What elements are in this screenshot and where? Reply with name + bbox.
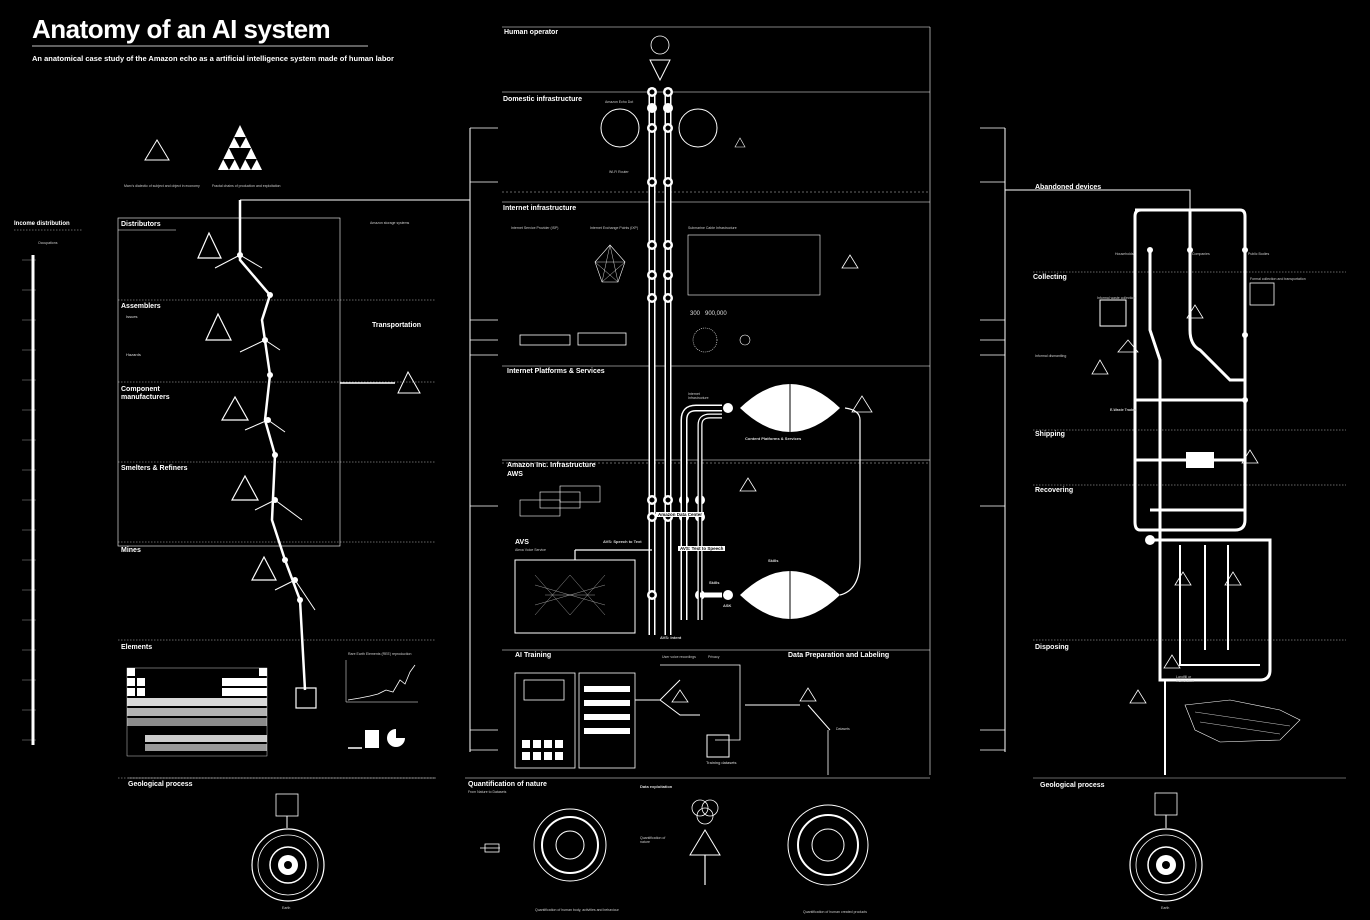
content-platforms-label: Content Platforms & Services bbox=[745, 436, 802, 441]
internet-infra-heading: Internet infrastructure bbox=[503, 205, 577, 212]
hazards-label: Hazards bbox=[126, 352, 141, 357]
cable-count: 300 bbox=[690, 311, 701, 317]
income-distribution-heading: Income distribution bbox=[14, 221, 70, 227]
platforms-heading: Internet Platforms & Services bbox=[507, 368, 605, 375]
formal-collection-label: Formal collection and transportation bbox=[1250, 277, 1306, 281]
human-operator-heading: Human operator bbox=[504, 29, 559, 36]
page-subtitle: An anatomical case study of the Amazon e… bbox=[32, 54, 394, 63]
avs-sub-label: Alexa Voice Service bbox=[515, 548, 546, 552]
user-recordings-label: User voice recordings bbox=[662, 655, 696, 659]
public-bodies-label: Public Bodies bbox=[1248, 252, 1270, 256]
avs-intent-label: AVS: Intent bbox=[660, 635, 682, 640]
cable-km: 900,000 bbox=[705, 311, 727, 317]
quant-caption-left: Quantification of human body, activities… bbox=[535, 908, 619, 912]
datasets-label: Datasets bbox=[836, 727, 850, 731]
ixp-label: Internet Exchange Points (IXP) bbox=[590, 226, 639, 230]
quant-of-nature-label: Quantification of nature bbox=[640, 836, 666, 844]
privacy-label: Privacy bbox=[708, 655, 720, 659]
avs-heading: AVS bbox=[515, 539, 529, 546]
occupations-label: Occupations bbox=[38, 241, 58, 245]
ai-training-heading: AI Training bbox=[515, 652, 552, 659]
wifi-router-label: Wi-Fi Router bbox=[609, 170, 629, 174]
component-manufacturers-heading: Component manufacturers bbox=[121, 386, 170, 401]
ewaste-trades-label: E-Waste Trades bbox=[1110, 408, 1136, 412]
page-title: Anatomy of an AI system bbox=[32, 14, 331, 44]
informal-collection-label: Informal waste collection bbox=[1097, 296, 1136, 300]
households-label: Households bbox=[1115, 252, 1134, 256]
geological-process-right-heading: Geological process bbox=[1040, 782, 1105, 789]
collecting-heading: Collecting bbox=[1033, 274, 1067, 281]
aws-heading: AWS bbox=[507, 471, 523, 478]
earth-left-label: Earth bbox=[282, 906, 291, 910]
elements-heading: Elements bbox=[121, 644, 153, 651]
submarine-label: Submarine Cable Infrastructure bbox=[688, 226, 737, 230]
quantification-heading: Quantification of nature bbox=[468, 781, 547, 788]
marx-caption: Marx's dialectic of subject and object i… bbox=[124, 184, 200, 188]
companies-label: Companies bbox=[1192, 252, 1210, 256]
data-center-badge: Amazon Data Center bbox=[656, 512, 705, 517]
isp-label: Internet Service Provider (ISP) bbox=[511, 226, 559, 230]
data-exploitation-label: Data exploitation bbox=[640, 784, 673, 789]
skills-label-top: Skills bbox=[768, 558, 779, 563]
smelters-heading: Smelters & Refiners bbox=[121, 465, 188, 472]
quantification-sub: From Nature to Datasets bbox=[468, 790, 507, 794]
distributors-heading: Distributors bbox=[121, 221, 161, 228]
text-to-speech-badge: AVS: Text to Speech bbox=[678, 546, 726, 551]
internet-infrastructure-label: Internet Infrastructure bbox=[688, 392, 709, 400]
amazon-infra-heading: Amazon Inc. Infrastructure bbox=[507, 462, 596, 469]
training-datasets-label: Training datasets bbox=[706, 760, 737, 765]
quant-caption-right: Quantification of human created products bbox=[803, 910, 868, 914]
recovering-heading: Recovering bbox=[1035, 487, 1074, 494]
transportation-heading: Transportation bbox=[372, 322, 422, 329]
skills-label-mid: Skills bbox=[709, 580, 720, 585]
landfill-label: Landfill or incineration bbox=[1176, 675, 1194, 683]
disposing-heading: Disposing bbox=[1035, 644, 1069, 651]
mines-heading: Mines bbox=[121, 547, 141, 554]
assemblers-heading: Assemblers bbox=[121, 303, 161, 310]
echo-dot-label: Amazon Echo Dot bbox=[605, 100, 634, 104]
ask-label: ASK bbox=[723, 603, 732, 608]
domestic-infra-heading: Domestic infrastructure bbox=[503, 96, 582, 103]
abandoned-devices-heading: Abandoned devices bbox=[1035, 184, 1102, 191]
issues-label: Issues bbox=[126, 314, 138, 319]
earth-right-label: Earth bbox=[1161, 906, 1170, 910]
ree-label: Rare Earth Elements (REE) reproduction bbox=[348, 652, 412, 656]
storage-label: Amazon storage systems bbox=[370, 221, 410, 225]
geological-process-left-heading: Geological process bbox=[128, 781, 193, 788]
shipping-heading: Shipping bbox=[1035, 431, 1065, 438]
informal-dismantling-label: Informal dismantling bbox=[1035, 354, 1067, 358]
fractal-caption: Fractal chains of production and exploit… bbox=[212, 184, 281, 188]
speech-to-text-label: AVS: Speech to Text bbox=[603, 539, 642, 544]
data-prep-heading: Data Preparation and Labeling bbox=[788, 652, 890, 659]
